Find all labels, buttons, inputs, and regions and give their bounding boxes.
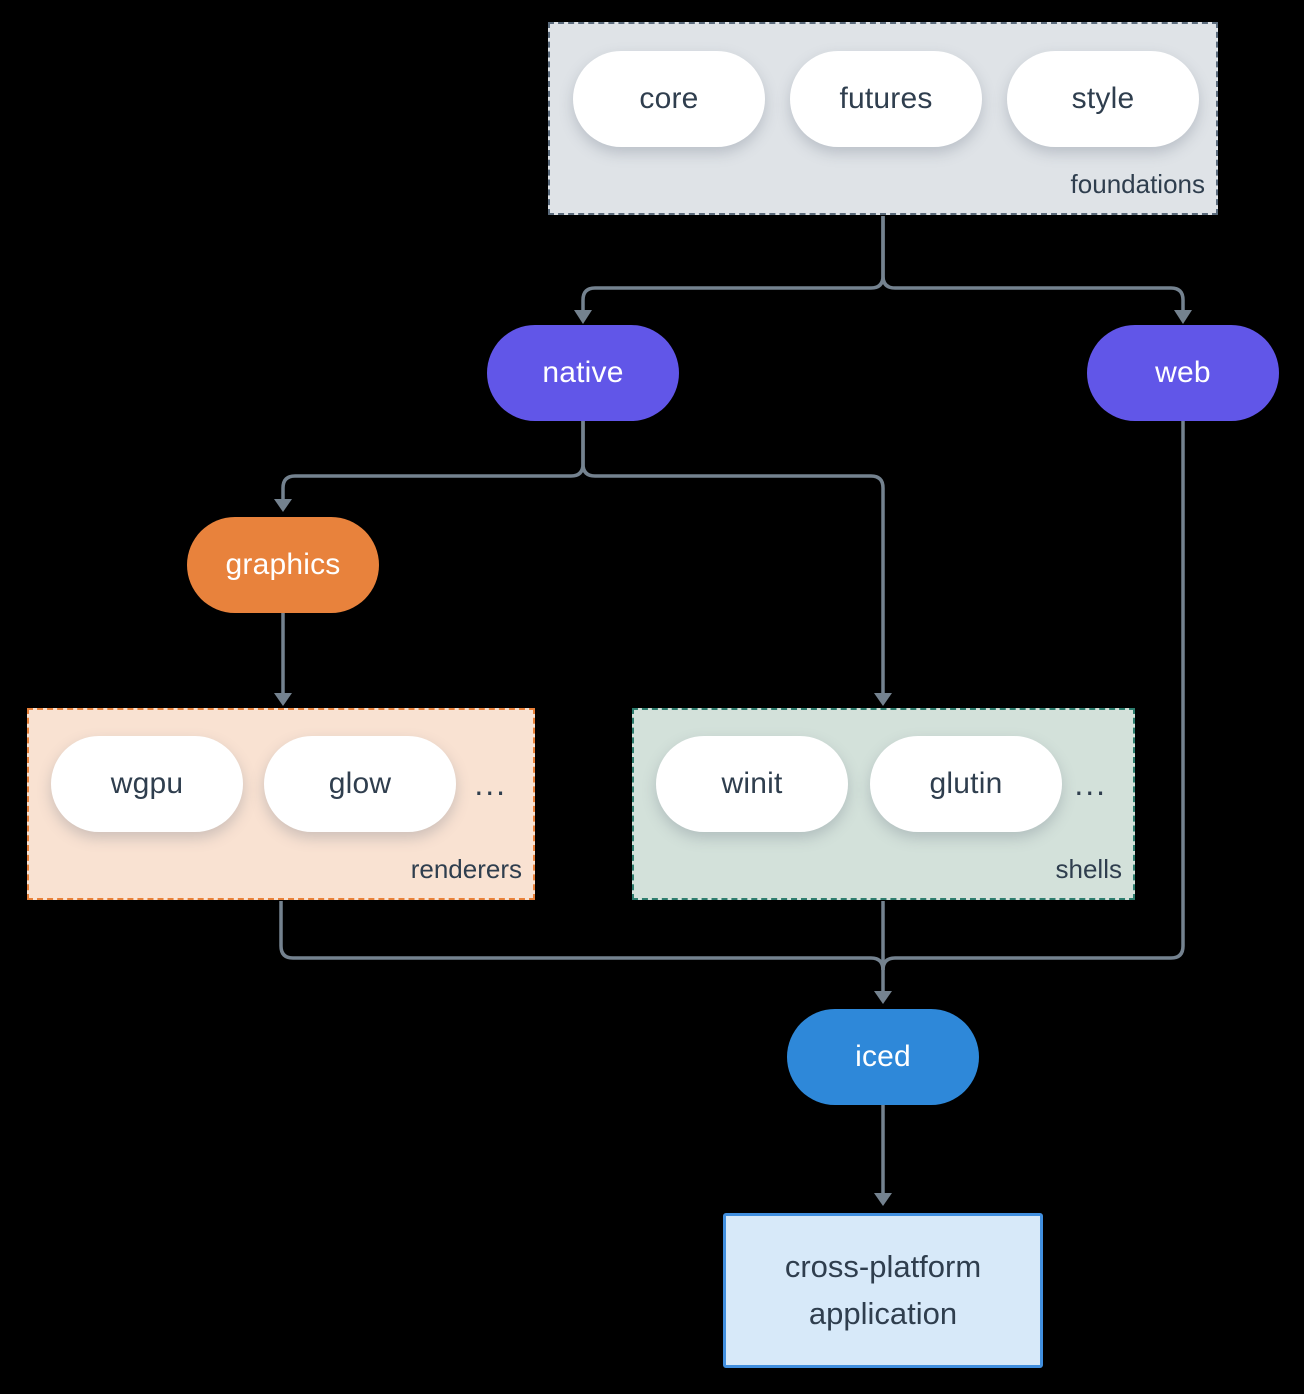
- group-foundations: core futures style foundations: [548, 22, 1218, 215]
- application-label: cross-platform application: [784, 1249, 982, 1331]
- arrowhead-web: [1174, 310, 1192, 324]
- renderers-ellipsis: ...: [474, 765, 507, 802]
- node-winit: winit: [656, 736, 848, 832]
- node-iced: iced: [787, 1009, 979, 1105]
- node-glow: glow: [264, 736, 456, 832]
- group-label-renderers: renderers: [410, 854, 522, 884]
- edge-foundations-to-native: [581, 216, 885, 311]
- arrowhead-graphics: [274, 499, 292, 512]
- edge-foundations-to-web: [881, 216, 1185, 311]
- node-core: core: [573, 51, 765, 147]
- node-wgpu: wgpu: [51, 736, 243, 832]
- edge-native-to-shells: [581, 421, 885, 693]
- arrowhead-native: [574, 310, 592, 324]
- edge-native-to-graphics: [281, 421, 585, 499]
- arrowhead-shells: [874, 693, 892, 706]
- node-cross-platform-application: cross-platform application: [723, 1213, 1043, 1368]
- edge-renderers-to-iced: [279, 901, 885, 971]
- arrowhead-iced: [874, 991, 892, 1004]
- node-web: web: [1087, 325, 1279, 421]
- shells-ellipsis: ...: [1074, 765, 1107, 802]
- node-futures: futures: [790, 51, 982, 147]
- arrowhead-application: [874, 1193, 892, 1206]
- node-graphics: graphics: [187, 517, 379, 613]
- group-shells: winit glutin ... shells: [632, 708, 1135, 900]
- group-renderers: wgpu glow ... renderers: [27, 708, 535, 900]
- node-style: style: [1007, 51, 1199, 147]
- group-label-shells: shells: [1055, 854, 1122, 884]
- node-native: native: [487, 325, 679, 421]
- node-glutin: glutin: [870, 736, 1062, 832]
- arrowhead-renderers: [274, 693, 292, 706]
- group-label-foundations: foundations: [1070, 169, 1205, 199]
